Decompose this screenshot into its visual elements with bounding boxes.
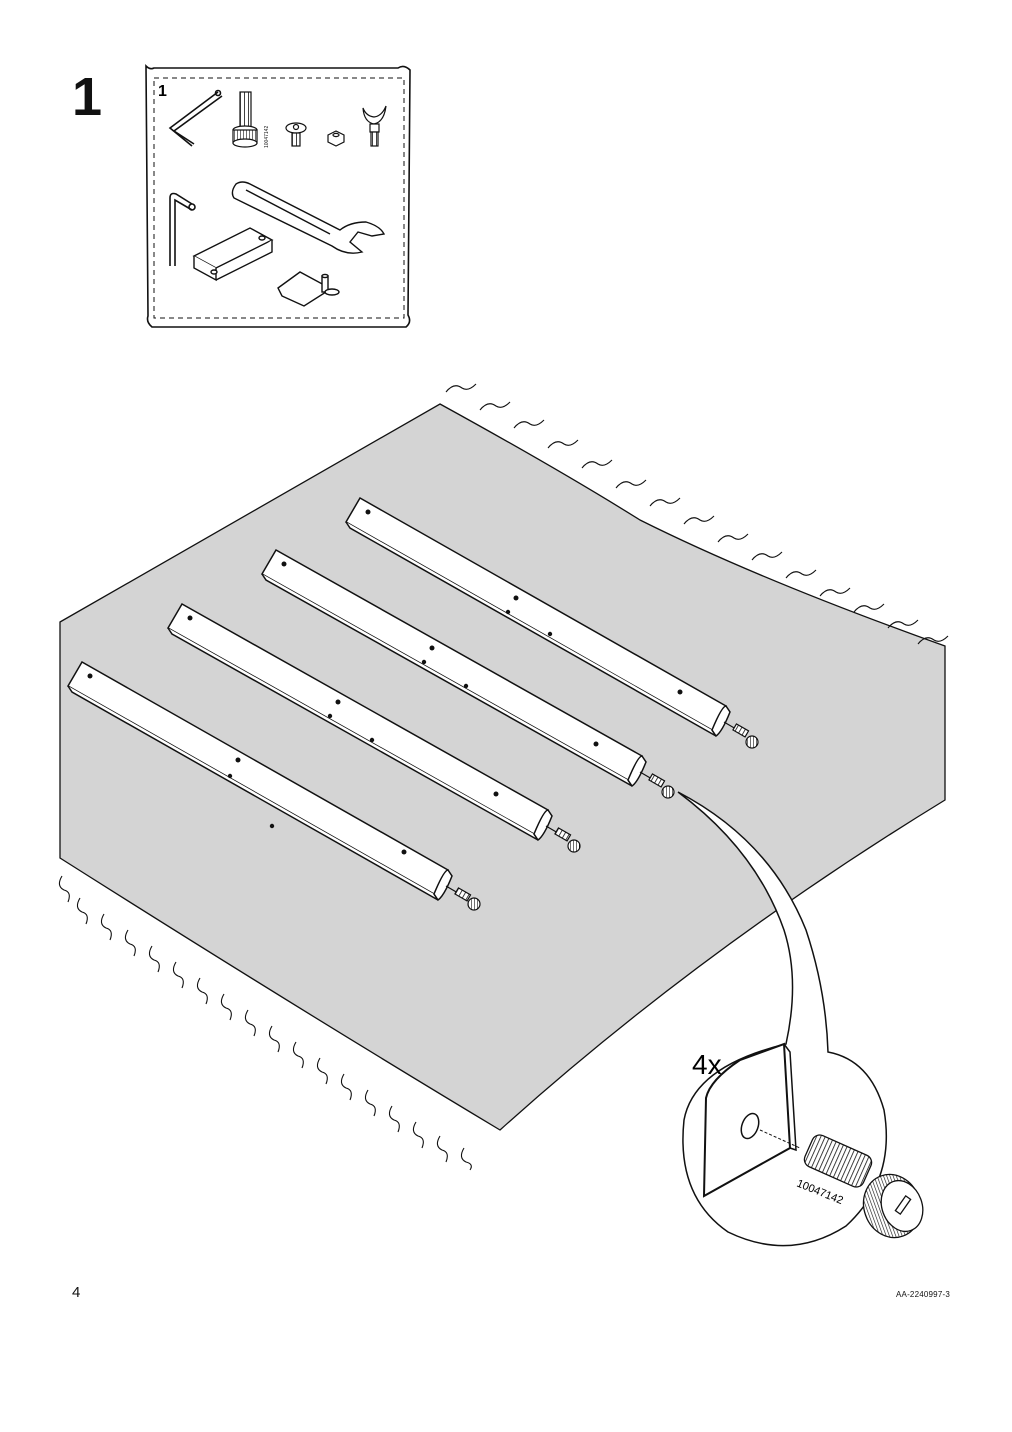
foot-screw: [723, 721, 759, 749]
angle-bracket-icon: [192, 227, 274, 282]
kit-tiny-code: 10047142: [264, 126, 270, 148]
rail-hook-icon: [277, 271, 340, 307]
allen-key-large-icon: [169, 192, 196, 266]
foot-screw: [639, 771, 675, 799]
page-number: 4: [72, 1284, 81, 1301]
kit-number: 1: [158, 83, 167, 100]
adjustable-foot-screw-icon: 10047142: [232, 91, 270, 148]
document-code: AA-2240997-3: [896, 1290, 950, 1299]
foot-screw-detail: [803, 1134, 924, 1239]
washer-screw-icon: [285, 122, 307, 147]
foot-screw: [445, 885, 481, 911]
allen-key-icon: [168, 89, 223, 147]
wing-screw-icon: [362, 105, 387, 147]
rail: [260, 548, 647, 788]
rail: [166, 602, 553, 842]
rail: [66, 660, 453, 902]
detail-callout: 4x 10047142: [677, 791, 924, 1247]
parts-kit-panel: 1 10047142: [145, 64, 411, 328]
rail: [344, 496, 731, 738]
foot-screw: [545, 825, 581, 853]
nut-icon: [327, 130, 345, 147]
spanner-icon: [231, 181, 386, 254]
step-number: 1: [72, 67, 103, 127]
quantity-label: 4x: [692, 1049, 722, 1080]
